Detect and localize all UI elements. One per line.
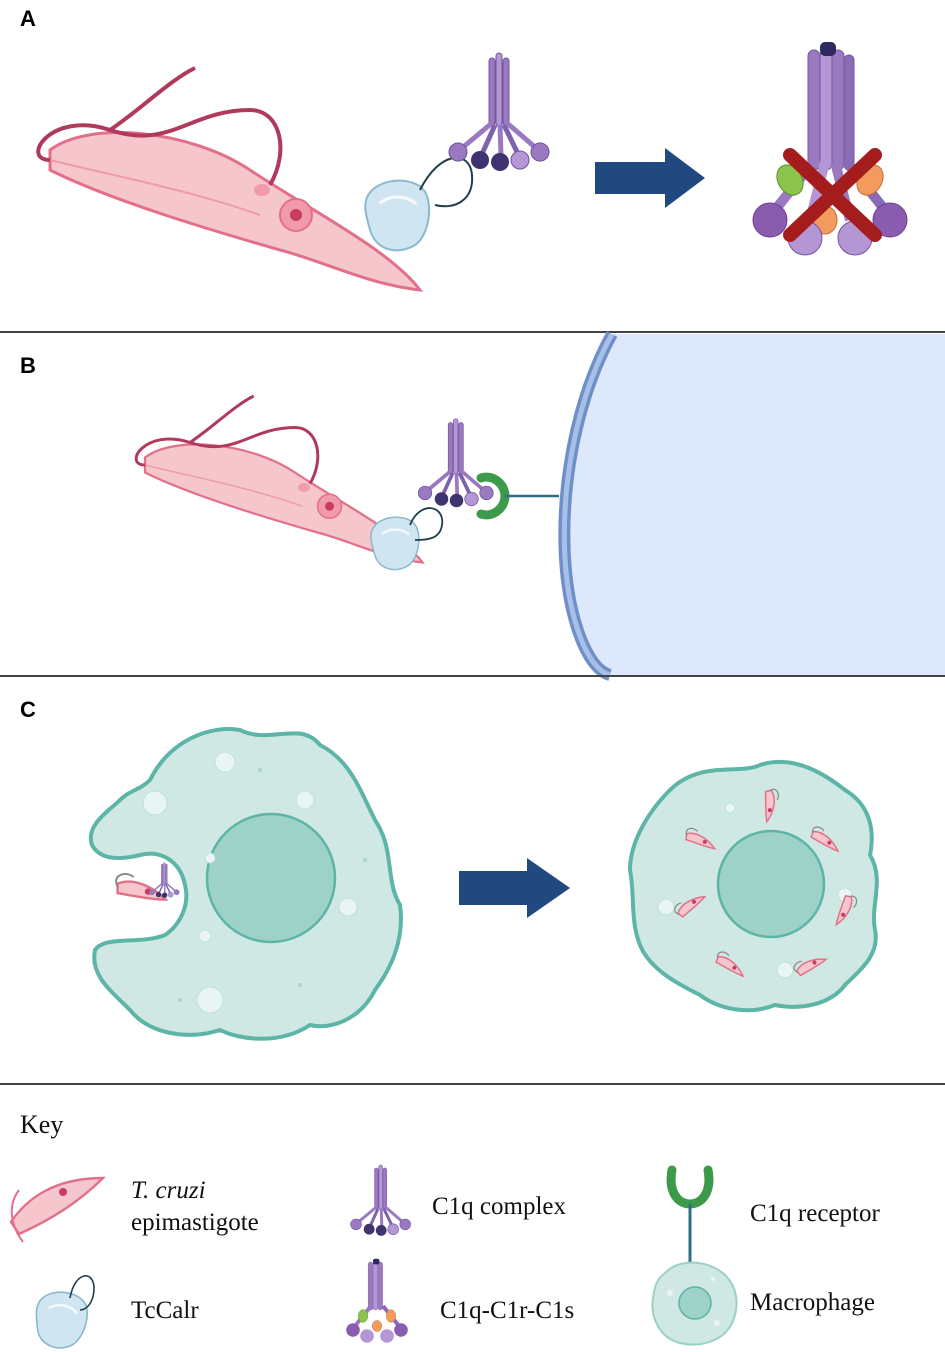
c1q-complex-b [416,416,496,510]
macrophage-infected [627,759,879,1013]
trypanosome-a [36,66,422,292]
tccalr-icon [35,1275,95,1350]
c1q-c1r-c1s-a [752,42,908,256]
macrophage-icon [651,1261,738,1346]
panel-a: A [20,6,908,292]
c1q-complex-icon [349,1163,413,1238]
key-label-tcruzi-line1: T. cruzi [131,1177,206,1204]
key: Key T. cruzi epimastigote C1q complex C1… [9,1110,880,1350]
macrophage-membrane [564,334,945,675]
macrophage-engulfing [88,727,403,1041]
key-label-tcruzi-line2: epimastigote [131,1209,259,1236]
c1q-receptor-icon [671,1170,709,1265]
arrow-c [459,858,570,918]
c1q-complex-c [148,861,181,899]
c1q-receptor-b [476,472,559,520]
panel-a-label: A [20,6,36,31]
cross-icon [783,148,882,242]
panel-b: B [20,331,945,681]
key-label-c1q-c1r-c1s: C1q-C1r-C1s [440,1297,574,1324]
panel-b-label: B [20,353,36,378]
c1q-c1r-c1s-icon [346,1258,408,1343]
tccalr-a [359,174,438,257]
trypanosome-icon [9,1176,106,1243]
key-label-macrophage: Macrophage [750,1289,875,1316]
key-title: Key [20,1110,63,1139]
panel-c-label: C [20,697,36,722]
tccalr-tether-a [419,156,474,208]
key-label-c1q: C1q complex [432,1193,567,1220]
tccalr-tether-b [409,507,443,541]
panel-c: C [20,697,879,1041]
key-label-receptor: C1q receptor [750,1200,880,1227]
c1q-complex-a [449,53,549,171]
arrow-a [595,148,705,208]
key-label-tccalr: TcCalr [131,1297,199,1324]
